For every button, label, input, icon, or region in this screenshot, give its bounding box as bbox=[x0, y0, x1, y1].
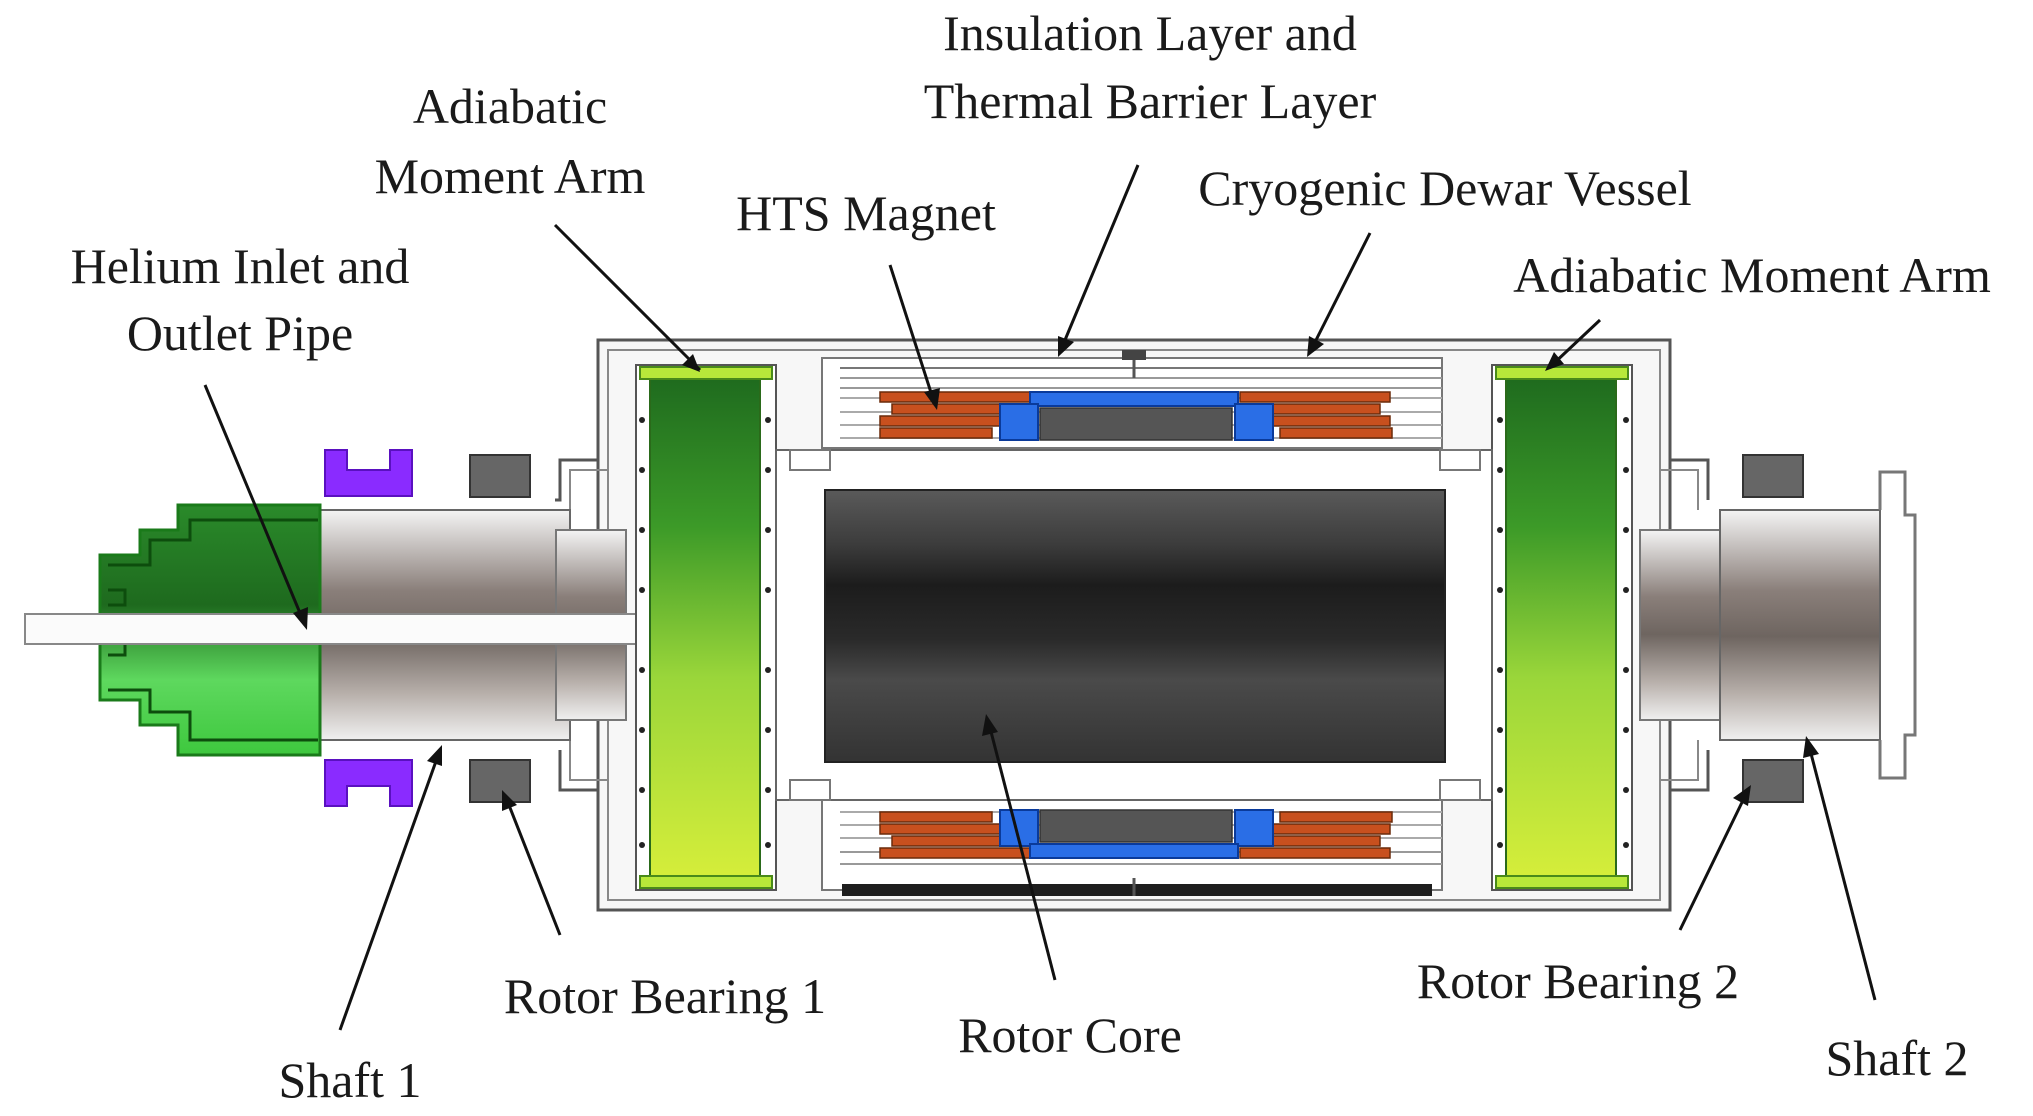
label-shaft-2: Shaft 2 bbox=[1825, 1030, 1968, 1086]
rotor-bearing-2-top bbox=[1742, 454, 1804, 498]
label-shaft-1: Shaft 1 bbox=[278, 1052, 421, 1108]
leader-lines bbox=[203, 164, 1877, 1031]
label-adiabatic-left-line2: Moment Arm bbox=[375, 148, 646, 204]
label-rotor-core: Rotor Core bbox=[958, 1007, 1182, 1063]
label-rotor-bearing-1: Rotor Bearing 1 bbox=[504, 968, 826, 1024]
left-housing-flange bbox=[555, 340, 1710, 910]
labels: Insulation Layer and Thermal Barrier Lay… bbox=[71, 5, 1991, 1108]
rotor-bearing-2-bottom bbox=[1742, 759, 1804, 803]
label-insulation-line1: Insulation Layer and bbox=[943, 5, 1357, 61]
label-adiabatic-left-line1: Adiabatic bbox=[413, 78, 607, 134]
adiabatic-moment-arm-right bbox=[1491, 364, 1633, 891]
label-hts-magnet: HTS Magnet bbox=[736, 185, 996, 241]
purple-clamp-bottom bbox=[324, 759, 413, 807]
shaft-2 bbox=[1639, 470, 1917, 780]
rotor-bearing-1-top bbox=[469, 454, 531, 498]
label-insulation-line2: Thermal Barrier Layer bbox=[924, 73, 1377, 129]
label-helium-line1: Helium Inlet and bbox=[71, 238, 410, 294]
label-cryogenic-dewar: Cryogenic Dewar Vessel bbox=[1198, 160, 1691, 216]
arm-bolt-dots bbox=[639, 417, 1629, 848]
hts-magnet-top bbox=[879, 391, 1393, 441]
label-helium-line2: Outlet Pipe bbox=[127, 305, 353, 361]
rotor-bearing-1-bottom bbox=[469, 759, 531, 803]
label-adiabatic-right: Adiabatic Moment Arm bbox=[1513, 247, 1991, 303]
hts-magnet-bottom bbox=[879, 809, 1393, 859]
label-rotor-bearing-2: Rotor Bearing 2 bbox=[1417, 953, 1739, 1009]
rotor-core bbox=[775, 449, 1493, 801]
adiabatic-moment-arm-left bbox=[635, 364, 777, 891]
purple-clamp-top bbox=[324, 449, 413, 497]
